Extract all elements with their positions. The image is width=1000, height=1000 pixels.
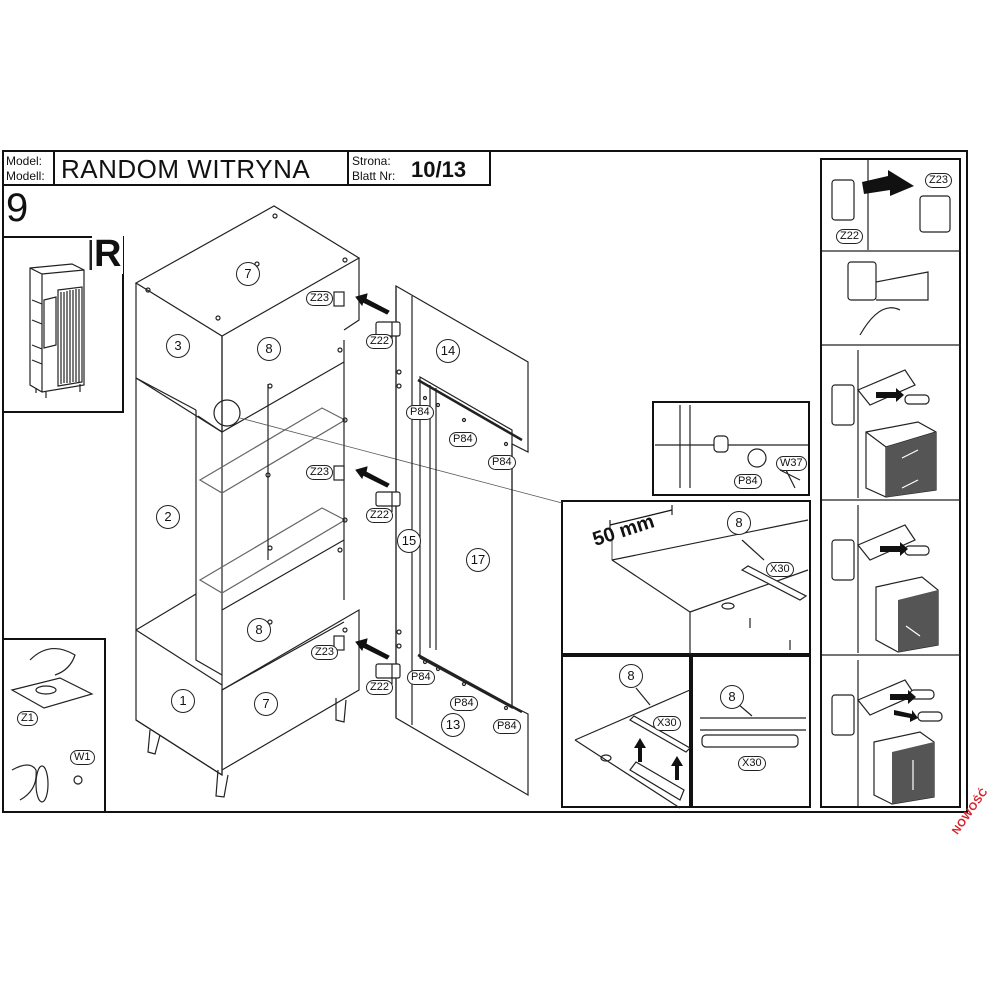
cabinet-body bbox=[134, 205, 563, 798]
part-z22-2: Z22 bbox=[366, 508, 393, 523]
step-number: 9 bbox=[6, 186, 29, 230]
panel-label-15: 15 bbox=[397, 529, 421, 553]
panel-label-1: 1 bbox=[171, 689, 195, 713]
part-z23-3: Z23 bbox=[311, 645, 338, 660]
shelf-ref-2: 8 bbox=[619, 664, 643, 688]
part-z23-2: Z23 bbox=[306, 465, 333, 480]
blatt-label: Blatt Nr: bbox=[352, 169, 396, 183]
part-p84-1: P84 bbox=[406, 405, 434, 420]
part-z22-1: Z22 bbox=[366, 334, 393, 349]
part-p84-3: P84 bbox=[488, 455, 516, 470]
part-x30-3: X30 bbox=[738, 756, 766, 771]
panel-label-8-top: 8 bbox=[257, 337, 281, 361]
part-p84-detail: P84 bbox=[734, 474, 762, 489]
part-z23-step: Z23 bbox=[925, 173, 952, 188]
detail-bracket-box bbox=[561, 500, 811, 655]
model-label: Model: bbox=[6, 154, 43, 168]
door-assembly bbox=[395, 284, 529, 797]
panel-label-14: 14 bbox=[436, 339, 460, 363]
shelf-ref-1: 8 bbox=[727, 511, 751, 535]
clip-install-detail bbox=[574, 687, 691, 809]
hinge-step-arrows bbox=[862, 170, 918, 722]
pin-detail bbox=[655, 405, 808, 489]
page-title: RANDOM WITRYNA bbox=[61, 154, 311, 184]
modell-label: Modell: bbox=[6, 169, 45, 183]
part-z22-3: Z22 bbox=[366, 680, 393, 695]
page-number: 10/13 bbox=[411, 157, 467, 182]
bracket-detail bbox=[609, 505, 809, 655]
hinges bbox=[333, 291, 401, 684]
part-p84-6: P84 bbox=[493, 719, 521, 734]
panel-label-2: 2 bbox=[156, 505, 180, 529]
side-marker: R bbox=[92, 233, 124, 275]
panel-label-3: 3 bbox=[166, 334, 190, 358]
tools-detail bbox=[10, 648, 94, 803]
page-cell: Strona: Blatt Nr: 10/13 bbox=[347, 150, 491, 186]
part-z1: Z1 bbox=[17, 711, 38, 726]
panel-label-7-top: 7 bbox=[236, 262, 260, 286]
overview-cabinet bbox=[29, 263, 85, 398]
part-x30-1: X30 bbox=[766, 562, 794, 577]
panel-label-7-bottom: 7 bbox=[254, 692, 278, 716]
detail-clip-box bbox=[691, 655, 811, 808]
tools-box bbox=[2, 638, 106, 813]
part-p84-4: P84 bbox=[407, 670, 435, 685]
detail-pin-box bbox=[652, 401, 810, 496]
part-w37: W37 bbox=[776, 456, 807, 471]
part-x30-2: X30 bbox=[653, 716, 681, 731]
part-p84-5: P84 bbox=[450, 696, 478, 711]
shelf-ref-3: 8 bbox=[720, 685, 744, 709]
cube-direction-marks bbox=[901, 449, 921, 790]
strona-label: Strona: bbox=[352, 154, 391, 168]
part-w1: W1 bbox=[70, 750, 95, 765]
panel-label-17: 17 bbox=[466, 548, 490, 572]
assembly-arrows bbox=[355, 293, 390, 660]
panel-label-8-bottom: 8 bbox=[247, 618, 271, 642]
part-p84-2: P84 bbox=[449, 432, 477, 447]
model-label-cell: Model: Modell: bbox=[2, 150, 55, 186]
part-z22-step: Z22 bbox=[836, 229, 863, 244]
clip-detail bbox=[700, 703, 806, 748]
hinge-cube-shading bbox=[886, 432, 938, 804]
part-z23-1: Z23 bbox=[306, 291, 333, 306]
panel-label-13: 13 bbox=[441, 713, 465, 737]
up-arrows bbox=[634, 738, 683, 780]
